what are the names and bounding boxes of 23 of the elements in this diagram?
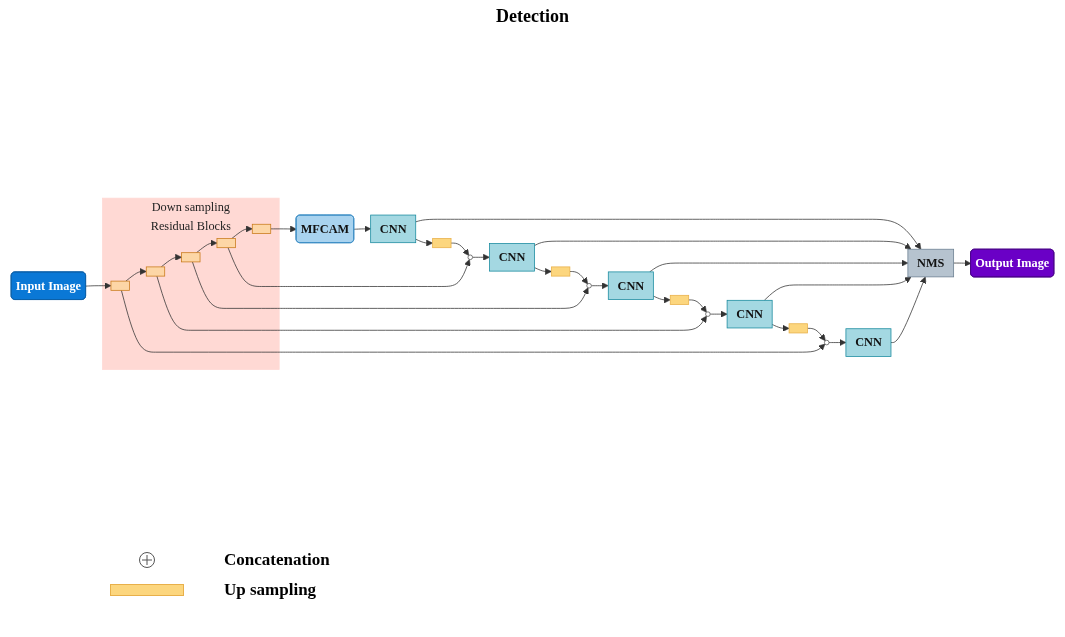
node-bar	[788, 323, 808, 334]
node-bar	[432, 238, 452, 249]
node-bar	[669, 295, 690, 306]
node-circle	[705, 311, 711, 318]
node-box	[181, 252, 201, 263]
node-box: CNN	[726, 300, 773, 329]
section-heading: Detection	[496, 6, 569, 26]
node-circle	[467, 254, 473, 261]
node-circle	[586, 283, 592, 289]
node-box	[216, 238, 236, 249]
node-box	[251, 224, 272, 235]
node-box: NMS	[907, 249, 955, 278]
node-box: CNN	[370, 214, 417, 244]
cluster: Down sampling Residual Blocks	[102, 197, 280, 371]
node-box	[110, 280, 130, 291]
node-box: CNN	[607, 271, 654, 301]
legend-label: Up sampling	[224, 580, 317, 600]
node-box: CNN	[489, 243, 535, 272]
node-box	[145, 266, 166, 277]
node-box: CNN	[845, 328, 892, 357]
node-circle	[824, 340, 830, 346]
node-bar	[551, 266, 571, 277]
legend-label: Concatenation	[224, 550, 330, 570]
